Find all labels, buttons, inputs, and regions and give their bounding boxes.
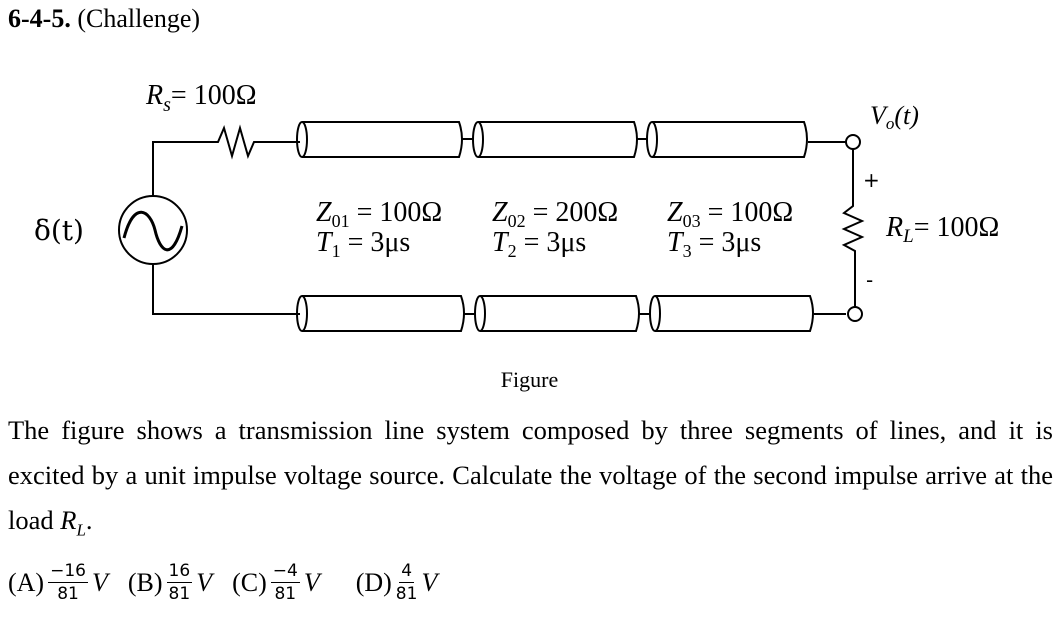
wire-left	[152, 141, 300, 315]
tline-1-top	[296, 121, 463, 158]
load-resistor	[841, 149, 865, 307]
problem-number: 6-4-5.	[8, 4, 71, 33]
terminal-bottom	[847, 306, 863, 322]
source-resistor	[212, 124, 258, 160]
minus-sign: -	[866, 268, 873, 292]
problem-tag: (Challenge)	[77, 4, 201, 33]
t3-label: T3 = 3μs	[667, 227, 761, 261]
circuit-diagram: Rs= 100Ω δ(t) Z01 = 100Ω T1 = 3μs Z02 = …	[34, 80, 999, 332]
z02-label: Z02 = 200Ω	[492, 197, 618, 231]
t2-label: T2 = 3μs	[492, 227, 586, 261]
problem-title: 6-4-5. (Challenge)	[8, 4, 200, 34]
t1-label: T1 = 3μs	[316, 227, 410, 261]
tline-3-bottom	[649, 295, 814, 332]
rs-label: R	[145, 80, 163, 111]
source-label: δ(t)	[34, 214, 84, 247]
ac-source-icon	[118, 195, 188, 265]
rl-label: RL= 100Ω	[885, 212, 999, 247]
z01-label: Z01 = 100Ω	[316, 197, 442, 231]
svg-text:Rs= 100Ω: Rs= 100Ω	[145, 80, 257, 116]
line-segments	[296, 121, 846, 332]
sine-wave	[122, 210, 184, 252]
plus-sign: +	[863, 168, 880, 192]
tline-2-top	[472, 121, 638, 158]
question-text: The figure shows a transmission line sys…	[8, 415, 1053, 540]
tline-3-top	[646, 121, 808, 158]
tline-2-bottom	[474, 295, 640, 332]
tline-1-bottom	[296, 295, 465, 332]
vo-label: Vo(t)	[870, 101, 919, 133]
figure-caption: Figure	[500, 367, 559, 392]
terminal-top	[845, 134, 861, 150]
z03-label: Z03 = 100Ω	[667, 197, 793, 231]
